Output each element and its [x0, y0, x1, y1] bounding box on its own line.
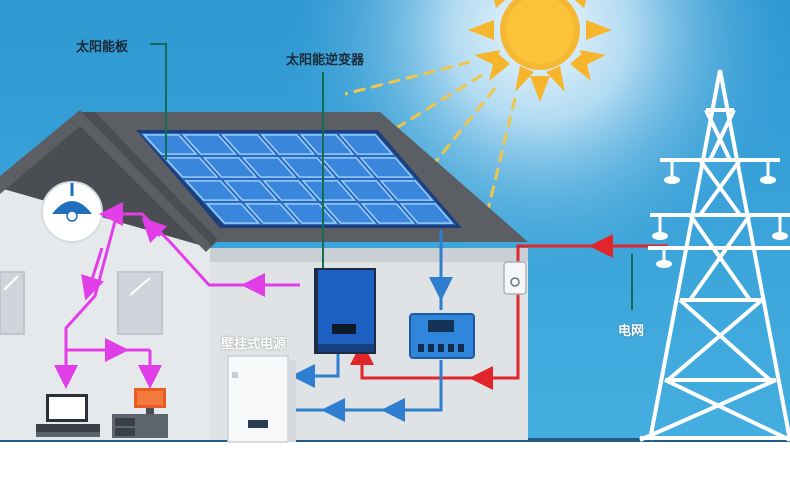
- solar-cell: [301, 180, 356, 201]
- solar-cell: [241, 157, 297, 178]
- inverter-icon: [314, 268, 376, 354]
- solar-cell: [163, 157, 219, 178]
- solar-cell: [379, 180, 434, 201]
- solar-cell: [221, 134, 277, 155]
- solar-cell: [181, 134, 237, 155]
- solar-cell: [142, 134, 198, 155]
- label-solar-inverter: 太阳能逆变器: [286, 53, 365, 68]
- solar-cell: [320, 157, 375, 178]
- lamp-icon: [41, 181, 103, 243]
- solar-cell: [360, 203, 415, 224]
- solar-cell: [205, 203, 261, 224]
- solar-cell: [223, 180, 279, 201]
- solar-cell: [399, 203, 454, 224]
- solar-cell: [260, 134, 316, 155]
- monitor-icon: [112, 388, 168, 438]
- solar-cell: [244, 203, 299, 224]
- window-middle: [117, 271, 163, 335]
- bottom-band: [0, 442, 790, 496]
- sun-icon: [468, 0, 612, 102]
- solar-cell: [262, 180, 318, 201]
- battery-icon: [227, 355, 296, 443]
- solar-cell: [280, 157, 336, 178]
- dc-wiring: [290, 230, 453, 422]
- solar-cell: [359, 157, 414, 178]
- computer-icon: [36, 394, 100, 437]
- solar-cell: [340, 180, 395, 201]
- meter-icon: [503, 261, 527, 295]
- label-solar-panel: 太阳能板: [76, 40, 129, 55]
- sun-rays: [344, 60, 517, 211]
- solar-cell: [202, 157, 258, 178]
- solar-panel-array: [136, 130, 462, 228]
- solar-cell: [321, 203, 377, 224]
- grid-wiring: [350, 234, 668, 390]
- solar-cell: [299, 134, 355, 155]
- controller-icon: [409, 313, 475, 359]
- solar-cell: [339, 134, 394, 155]
- label-wall-battery: 壁挂式电源: [221, 337, 287, 352]
- pylon-icon: [639, 69, 790, 442]
- label-grid: 电网: [618, 324, 645, 339]
- leader-lines: [150, 43, 633, 310]
- load-wiring: [54, 202, 300, 389]
- solar-cell: [184, 180, 240, 201]
